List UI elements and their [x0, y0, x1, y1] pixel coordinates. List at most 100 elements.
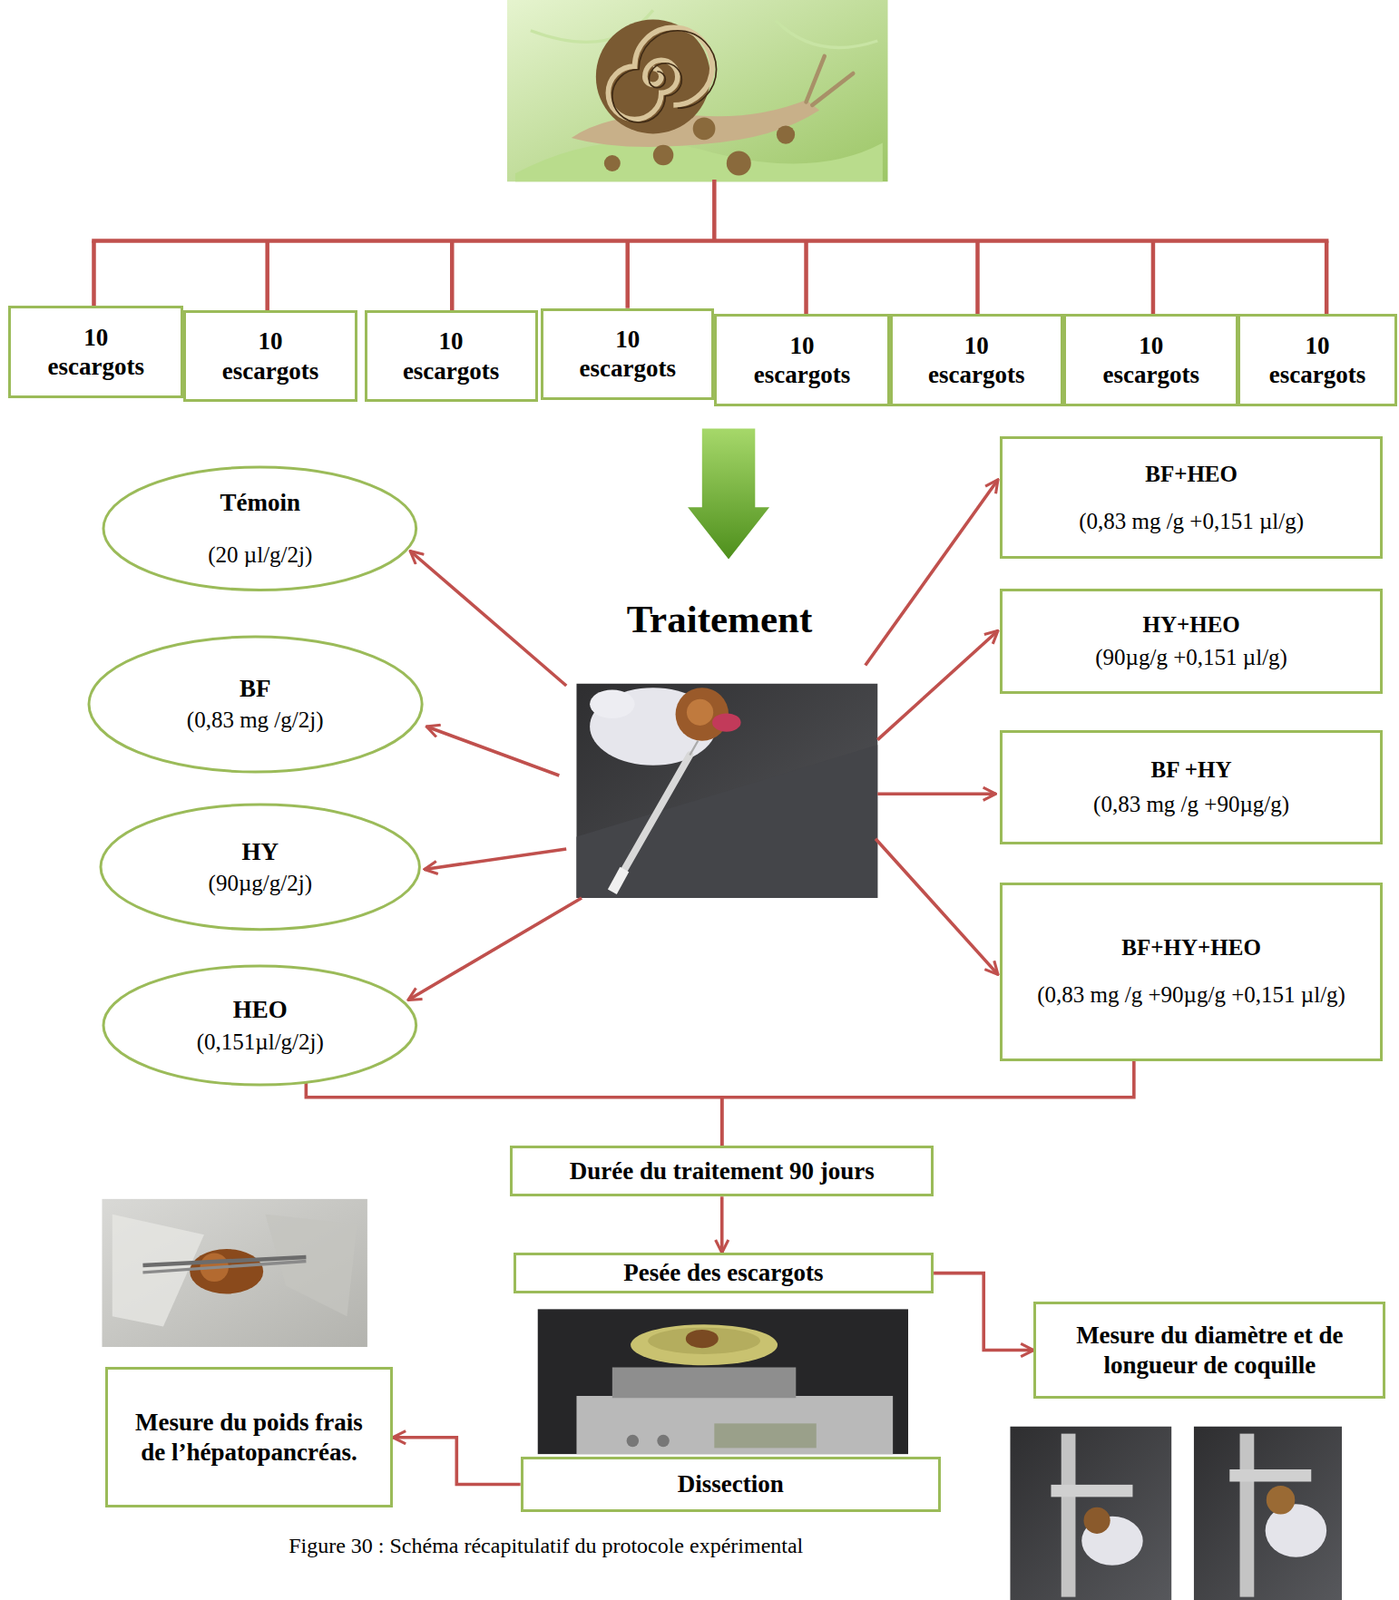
measure-box: Mesure du diamètre et de longueur de coq…: [1033, 1301, 1386, 1399]
ellipse-outline: [98, 802, 421, 932]
snail-photo-part: [775, 20, 878, 49]
snail-photo: [507, 0, 889, 182]
treatment-arrows-part: [424, 849, 567, 871]
snail-photo-part: [693, 117, 716, 140]
dissection-photo-part: [264, 1214, 357, 1318]
dissection-photo-part: [101, 1199, 367, 1348]
balance-photo-part: [626, 1435, 639, 1448]
ellipse-shape: [100, 804, 420, 930]
ellipse-text-group: HY(90µg/g/2j): [208, 837, 313, 898]
injection-photo-part: [712, 713, 741, 732]
node-heading: 10 escargots: [394, 326, 509, 386]
node-detail: (0,83 mg /g +90µg/g +0,151 µl/g): [1037, 981, 1346, 1009]
injection-photo: [576, 684, 878, 899]
caliper-photo-part: [1061, 1434, 1077, 1598]
treatment-ellipse: BF(0,83 mg /g/2j): [87, 635, 424, 774]
treatment-arrows-part: [410, 551, 567, 687]
section-heading: Traitement: [626, 596, 813, 644]
node-heading: BF: [239, 674, 272, 704]
node-detail: (20 µl/g/2j): [207, 541, 313, 569]
treatment-box: HY+HEO (90µg/g +0,151 µl/g): [999, 588, 1383, 695]
treatment-ellipse: HY(90µg/g/2j): [98, 802, 421, 932]
node-heading: BF+HY+HEO: [1121, 934, 1262, 962]
caliper-photo-part: [1083, 1507, 1110, 1535]
treatment-arrows: [408, 479, 998, 1001]
node-heading: 10 escargots: [1267, 331, 1367, 391]
caliper-photo-part: [1229, 1469, 1311, 1483]
caliper-photo: [1193, 1427, 1342, 1600]
node-heading: Pesée des escargots: [623, 1258, 823, 1288]
flow-connector: [392, 1438, 521, 1486]
ellipse-text-group: HEO(0,151µl/g/2j): [196, 995, 324, 1056]
caliper-photo: [1009, 1427, 1172, 1600]
balance-photo-part: [612, 1368, 796, 1399]
flow-connector: [722, 1061, 1135, 1146]
balance-photo-part: [630, 1324, 778, 1366]
snail-photo-part: [604, 155, 621, 172]
node-heading: Témoin: [220, 488, 302, 518]
group-tree-part: [975, 241, 979, 315]
balance-photo: [538, 1309, 909, 1455]
treatment-arrows-part: [877, 630, 998, 740]
treatment-ellipse: Témoin (20 µl/g/2j): [101, 465, 419, 592]
snail-photo-part: [612, 30, 717, 123]
caliper-photo-part: [1240, 1434, 1255, 1598]
injection-photo-part: [589, 690, 635, 720]
group-tree-part: [712, 179, 716, 242]
group-tree-part: [1324, 241, 1329, 315]
group-box: 10 escargots: [364, 310, 539, 402]
injection-photo-part: [624, 755, 690, 871]
node-heading: 10 escargots: [1093, 331, 1209, 391]
ellipse-text-group: BF(0,83 mg /g/2j): [186, 674, 324, 734]
group-tree-part: [803, 241, 808, 315]
node-detail: (90µg/g +0,151 µl/g): [1095, 644, 1288, 672]
ellipse-outline: [87, 635, 424, 774]
group-box: 10 escargots: [540, 308, 715, 401]
node-heading: HY+HEO: [1142, 611, 1240, 639]
step-box: Durée du traitement 90 jours: [509, 1145, 934, 1197]
treatment-arrows-part: [408, 898, 582, 1001]
group-box: 10 escargots: [183, 310, 357, 402]
caliper-photo-part: [1266, 1486, 1295, 1516]
caliper-photo-part: [1050, 1485, 1133, 1498]
node-detail: (0,83 mg /g +90µg/g): [1093, 791, 1290, 819]
snail-photo-part: [653, 145, 674, 167]
treatment-box: BF+HY+HEO (0,83 mg /g +90µg/g +0,151 µl/g…: [999, 882, 1383, 1062]
treatment-ellipse: HEO(0,151µl/g/2j): [101, 964, 419, 1087]
node-heading: 10 escargots: [919, 331, 1034, 391]
flow-connector: [720, 1196, 724, 1253]
group-tree: [91, 179, 1329, 315]
balance-photo-part: [576, 1396, 893, 1455]
node-heading: BF +HY: [1151, 756, 1233, 784]
group-tree-part: [625, 241, 629, 309]
balance-photo-part: [685, 1330, 719, 1349]
dissection-photo-part: [142, 1262, 306, 1273]
injection-photo-part: [612, 870, 625, 893]
figure-caption: Figure 30 : Schéma récapitulatif du prot…: [288, 1533, 803, 1560]
node-heading: 10 escargots: [38, 322, 154, 382]
group-tree-part: [91, 241, 96, 307]
snail-photo-part: [812, 73, 853, 106]
balance-photo-part: [538, 1309, 909, 1455]
node-heading: Dissection: [677, 1469, 784, 1499]
group-tree-part: [1151, 241, 1155, 315]
step-box: Dissection: [520, 1457, 941, 1513]
treatment-arrows-part: [865, 479, 998, 666]
group-box: 10 escargots: [890, 313, 1064, 406]
block-arrow: [687, 429, 770, 560]
dissection-photo: [101, 1199, 367, 1348]
injection-photo-part: [576, 744, 878, 899]
injection-photo-part: [689, 741, 698, 756]
node-heading: Mesure du diamètre et de longueur de coq…: [1048, 1320, 1370, 1380]
treatment-arrows-part: [877, 792, 996, 796]
treatment-arrows-part: [875, 839, 998, 976]
ellipse-text-group: Témoin (20 µl/g/2j): [207, 488, 313, 568]
step-box: Pesée des escargots: [513, 1252, 934, 1294]
dissection-photo-part: [189, 1249, 264, 1295]
caliper-photo-part: [1009, 1427, 1172, 1600]
ellipse-outline: [101, 465, 419, 592]
group-tree-part: [264, 241, 269, 312]
node-detail: (0,151µl/g/2j): [196, 1028, 324, 1057]
node-heading: BF+HEO: [1144, 460, 1238, 489]
